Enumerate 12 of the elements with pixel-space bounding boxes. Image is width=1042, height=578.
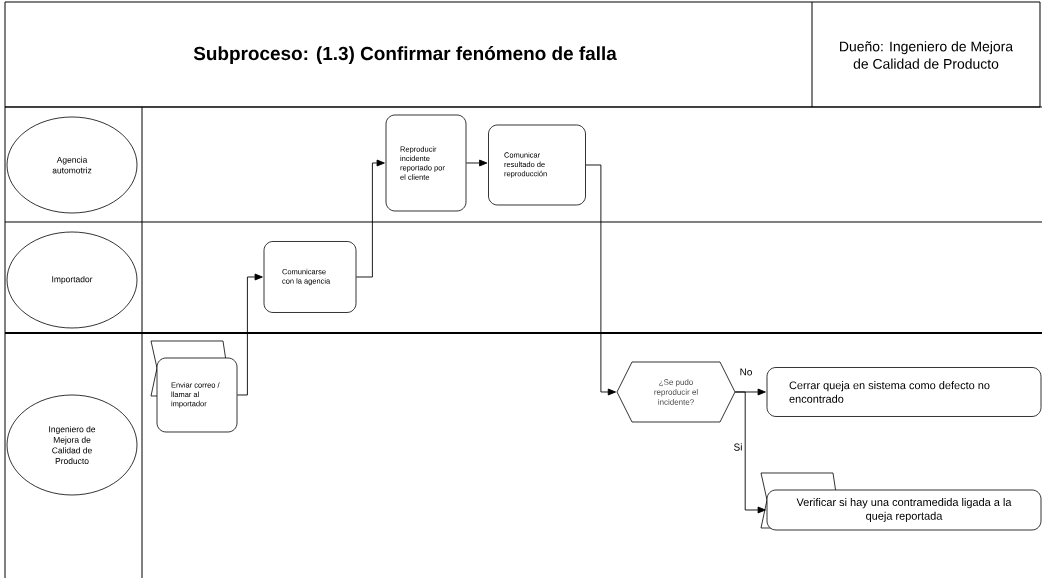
- arrow: [355, 159, 385, 278]
- node-label: Verificar si hay una contramedida ligada a la queja reportada: [796, 498, 1012, 522]
- process-box: Verificar si hay una contramedida ligada a la queja reportada: [760, 472, 1042, 531]
- edge-label: No: [738, 367, 754, 377]
- edge-label: Si: [732, 442, 744, 452]
- arrow: [734, 391, 766, 514]
- arrow: [236, 273, 263, 396]
- owner-cell: Dueño: Ingeniero de Mejora de Calidad de Producto: [840, 41, 1014, 69]
- arrow: [465, 159, 488, 167]
- diagram-title: Subproceso: (1.3) Confirmar fenómeno de falla: [193, 46, 617, 64]
- process-box: Cerrar queja en sistema como defecto no encontrado: [766, 367, 1042, 417]
- arrow: [585, 164, 617, 396]
